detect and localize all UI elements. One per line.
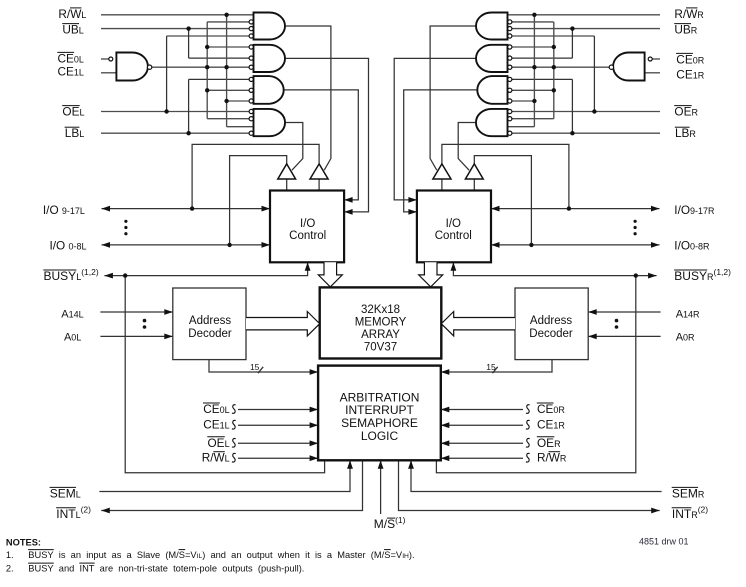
svg-text:32Kx18: 32Kx18 — [361, 304, 400, 316]
svg-text:A14R: A14R — [676, 308, 700, 320]
svg-text:CE1R: CE1R — [676, 67, 704, 81]
svg-text:BUSY and INT are non-tri-state: BUSY and INT are non-tri-state totem-pol… — [28, 563, 304, 573]
svg-text:R/WR: R/WR — [537, 451, 567, 465]
svg-text:Decoder: Decoder — [529, 328, 573, 340]
svg-text:Control: Control — [289, 230, 326, 242]
svg-text:OEL: OEL — [62, 105, 84, 119]
svg-text:NOTES:: NOTES: — [6, 538, 41, 548]
svg-text:R/WL: R/WL — [58, 7, 86, 21]
svg-text:INTL(2): INTL(2) — [56, 505, 91, 521]
svg-text:Address: Address — [189, 315, 231, 327]
svg-text:BUSYR(1,2): BUSYR(1,2) — [674, 267, 731, 283]
svg-text:UBL: UBL — [62, 23, 83, 37]
svg-text:CE1L: CE1L — [58, 65, 84, 79]
svg-text:SEMAPHORE: SEMAPHORE — [341, 416, 418, 430]
svg-text:SEMR: SEMR — [672, 487, 705, 501]
svg-text:I/O0-8R: I/O0-8R — [674, 239, 710, 253]
svg-text:15: 15 — [250, 362, 260, 372]
svg-text:CE0L: CE0L — [58, 51, 84, 65]
svg-text:LBL: LBL — [65, 126, 84, 140]
svg-text:I/O 9-17L: I/O 9-17L — [43, 203, 85, 217]
svg-text:R/WL: R/WL — [202, 451, 230, 465]
svg-text:1.: 1. — [6, 550, 14, 560]
svg-text:A0L: A0L — [64, 331, 81, 343]
svg-text:SEML: SEML — [50, 487, 81, 501]
svg-text:OER: OER — [537, 436, 561, 450]
svg-text:I/O9-17R: I/O9-17R — [674, 203, 715, 217]
svg-text:CE0R: CE0R — [676, 52, 704, 66]
svg-text:M/S(1): M/S(1) — [374, 515, 406, 531]
svg-text:OER: OER — [674, 105, 698, 119]
svg-text:INTR(2): INTR(2) — [672, 505, 708, 521]
svg-text:LOGIC: LOGIC — [361, 429, 399, 443]
svg-text:Decoder: Decoder — [188, 328, 232, 340]
svg-text:A0R: A0R — [676, 331, 695, 343]
svg-text:I/O: I/O — [446, 218, 461, 230]
svg-text:I/O 0-8L: I/O 0-8L — [50, 239, 87, 253]
svg-text:2.: 2. — [6, 563, 14, 573]
svg-text:BUSYL(1,2): BUSYL(1,2) — [44, 267, 99, 283]
svg-text:A14L: A14L — [61, 308, 83, 320]
svg-text:Control: Control — [435, 230, 472, 242]
svg-text:Address: Address — [530, 315, 572, 327]
svg-text:CE0R: CE0R — [537, 402, 565, 416]
svg-text:CE1L: CE1L — [203, 418, 229, 432]
svg-text:ARRAY: ARRAY — [361, 329, 400, 341]
svg-text:CE1R: CE1R — [537, 418, 565, 432]
svg-text:BUSY is an input as a Slave (M: BUSY is an input as a Slave (M/S=VIL) an… — [28, 550, 414, 560]
svg-text:ARBITRATION: ARBITRATION — [340, 390, 420, 404]
svg-text:I/O: I/O — [300, 218, 315, 230]
svg-text:OEL: OEL — [208, 436, 230, 450]
svg-text:4851 drw 01: 4851 drw 01 — [639, 537, 689, 547]
svg-text:15: 15 — [486, 362, 496, 372]
svg-text:INTERRUPT: INTERRUPT — [345, 403, 414, 417]
svg-text:LBR: LBR — [675, 126, 696, 140]
svg-text:MEMORY: MEMORY — [355, 316, 407, 328]
svg-text:R/WR: R/WR — [674, 7, 704, 21]
svg-text:CE0L: CE0L — [203, 402, 229, 416]
svg-text:70V37: 70V37 — [364, 342, 397, 354]
svg-text:UBR: UBR — [674, 23, 697, 37]
